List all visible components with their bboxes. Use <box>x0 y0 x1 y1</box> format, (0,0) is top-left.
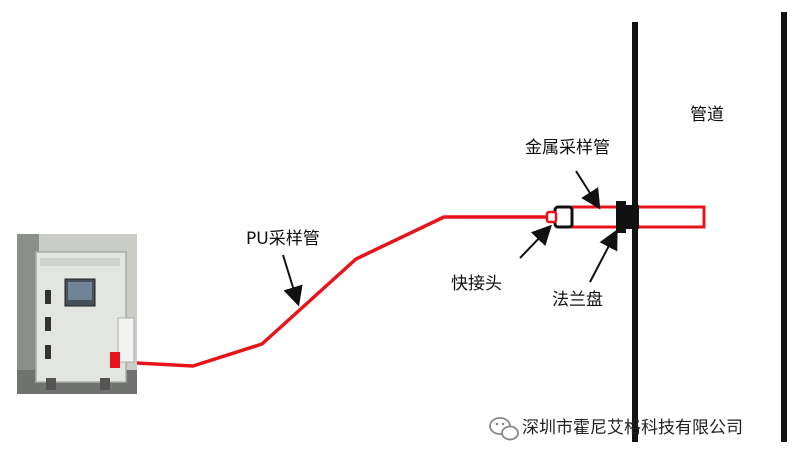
flange <box>616 201 639 233</box>
pu-sampling-pipe <box>117 215 547 368</box>
label-flange: 法兰盘 <box>552 290 603 310</box>
arrow-quick-connector <box>519 224 552 259</box>
arrow-metal-pipe <box>575 170 601 210</box>
pipe-wall-right <box>781 12 787 442</box>
wechat-icon <box>489 417 519 441</box>
label-pipe: 管道 <box>690 105 724 125</box>
arrow-pu-pipe <box>282 254 303 307</box>
watermark-company: 深圳市霍尼艾格科技有限公司 <box>522 418 743 438</box>
label-metal-sampling-pipe: 金属采样管 <box>525 138 610 158</box>
quick-connector <box>545 205 574 229</box>
pipe-wall-left <box>632 22 638 442</box>
label-quick-connector: 快接头 <box>451 274 502 294</box>
label-pu-sampling-pipe: PU采样管 <box>246 229 320 249</box>
sampling-cabinet-photo <box>17 234 137 394</box>
arrow-flange <box>589 229 618 283</box>
